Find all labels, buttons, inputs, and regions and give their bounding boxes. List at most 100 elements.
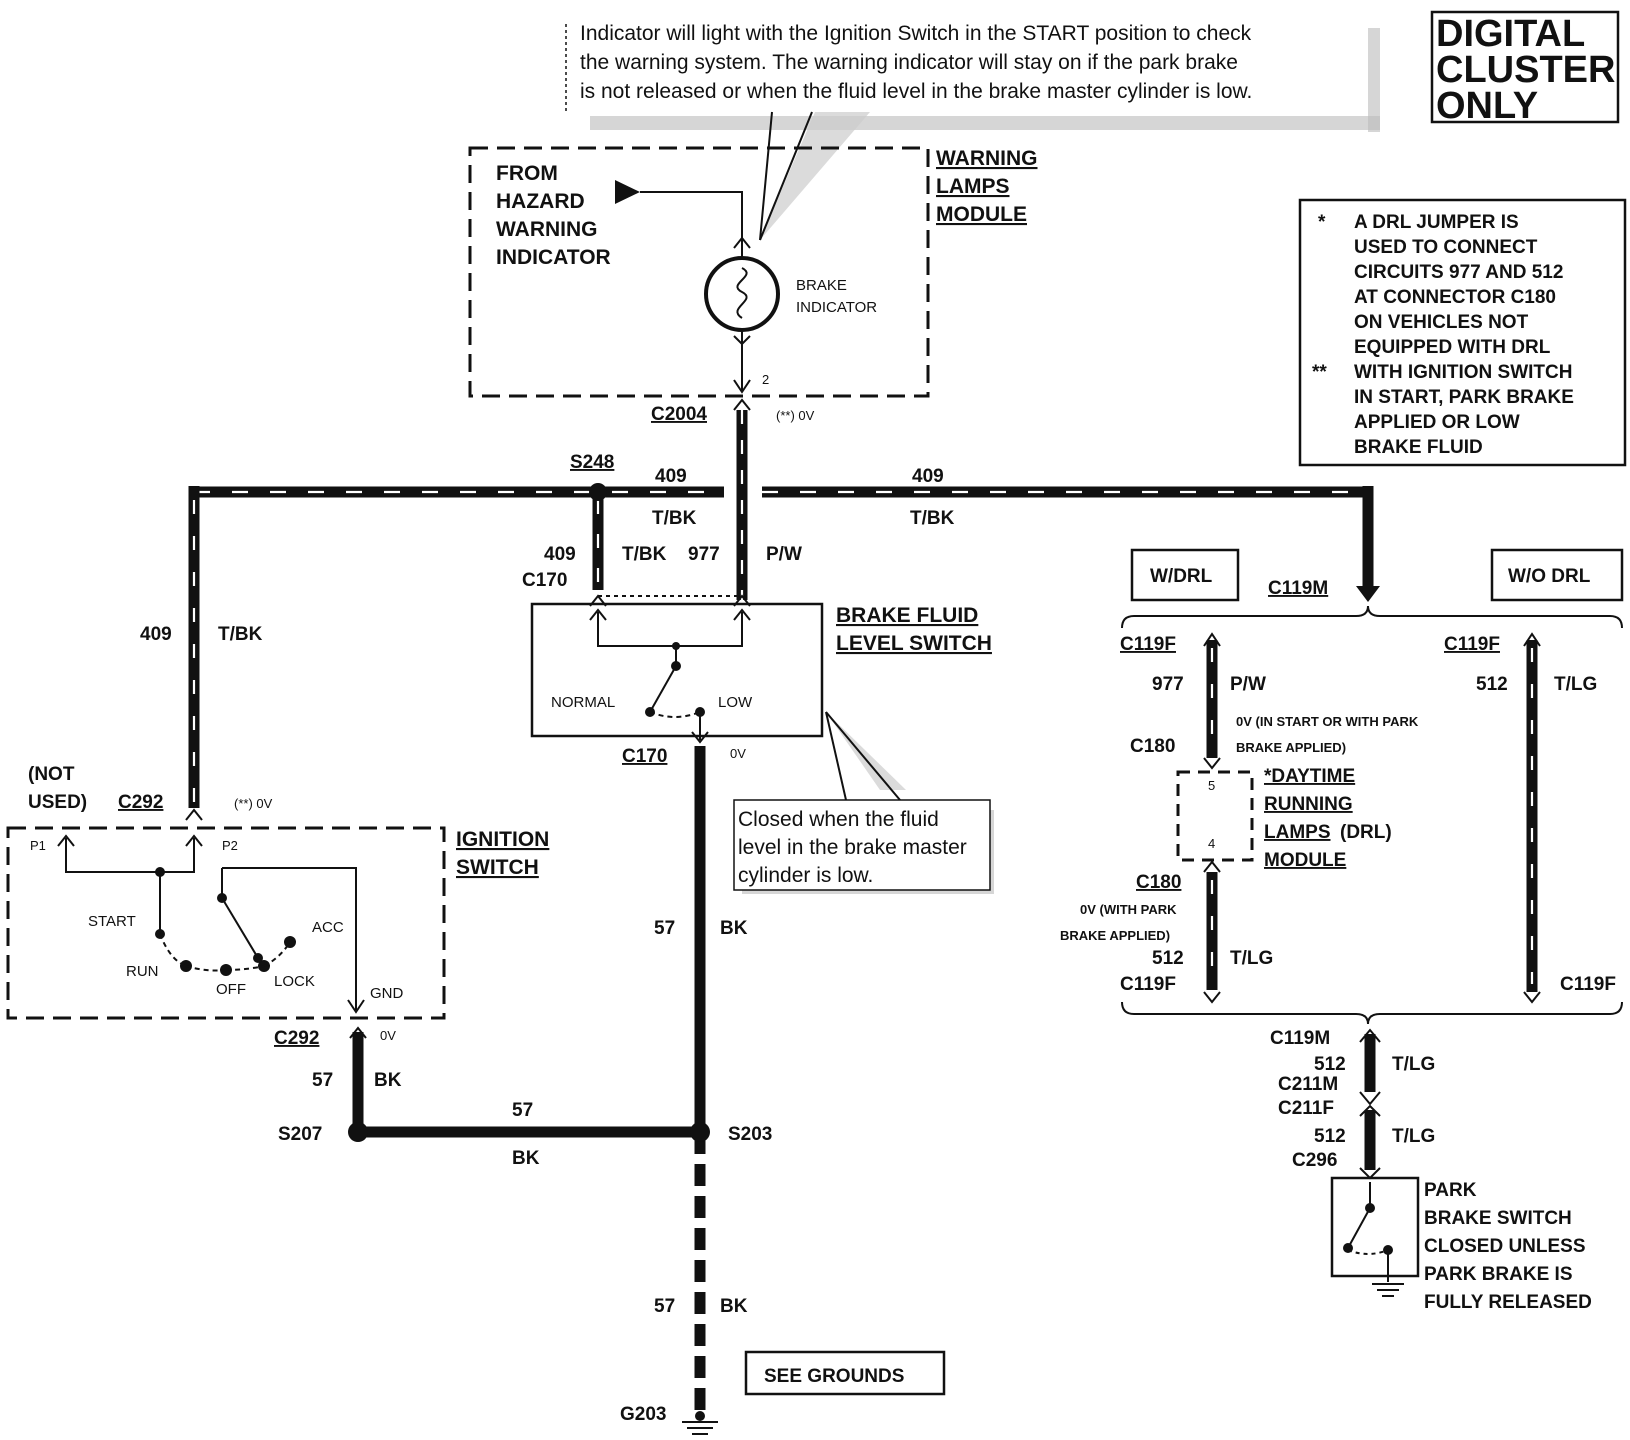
from-text-4: INDICATOR [496,246,611,269]
park-brake-desc-1: CLOSED UNLESS [1424,1236,1586,1257]
brake-indicator-label-2: INDICATOR [796,299,877,316]
c292-top-label: C292 [118,792,163,813]
s248-label: S248 [570,452,614,473]
switch-normal-label: NORMAL [551,694,615,711]
not-used-2: USED) [28,792,87,813]
wire-409-label-d: 409 [140,624,172,645]
ignition-gnd: GND [370,985,404,1002]
note-1-line-1: A DRL JUMPER IS [1354,212,1519,233]
s207-splice [348,1122,368,1142]
note-2-line-1: WITH IGNITION SWITCH [1354,362,1572,383]
from-text-1: FROM [496,162,558,185]
park-brake-section: C119M 512 T/LG C211M C211F 512 T/LG C296… [1270,1028,1592,1313]
c2004-label: C2004 [651,404,707,425]
drl-module-4: (DRL) [1340,822,1392,843]
drl-volt-park-1: 0V (WITH PARK [1080,902,1177,917]
module-title-1: WARNING [936,147,1038,170]
hazard-arrow-icon [615,180,640,204]
callout-fluid: Closed when the fluid level in the brake… [733,711,994,894]
wire-bk-label-a: BK [720,918,748,939]
digital-cluster-badge: DIGITAL CLUSTER ONLY [1430,10,1620,127]
c119f-left-bottom-label: C119F [1120,974,1176,995]
wire-tlg-label-c: T/LG [1392,1054,1435,1075]
s203-label: S203 [728,1124,772,1145]
see-grounds-label: SEE GROUNDS [764,1366,904,1387]
wire-pw-label: P/W [766,544,802,565]
c292-bottom-label: C292 [274,1028,319,1049]
wire-409-label-b: 409 [912,466,944,487]
see-grounds-box: SEE GROUNDS [744,1350,946,1396]
callout-fluid-line-1: Closed when the fluid [738,808,939,831]
notes-box: * A DRL JUMPER IS USED TO CONNECT CIRCUI… [1298,198,1627,467]
c119f-right-bottom-label: C119F [1560,974,1616,995]
s207-label: S207 [278,1124,322,1145]
ignition-p1: P1 [30,838,46,853]
note-1-line-6: EQUIPPED WITH DRL [1354,337,1551,358]
wire-409-label-a: 409 [655,466,687,487]
fluid-switch-title-1: BRAKE FLUID [836,604,978,627]
drl-pin-5: 5 [1208,778,1215,793]
brake-fluid-level-switch: NORMAL LOW BRAKE FLUID LEVEL SWITCH [530,594,992,744]
wire-57-ground [348,746,718,1435]
g203-ground-icon [682,1411,718,1435]
wire-tlg-label-a: T/LG [1230,948,1273,969]
module-title-2: LAMPS [936,175,1010,198]
from-text-3: WARNING [496,218,598,241]
callout-top: Indicator will light with the Ignition S… [565,22,1380,241]
wire-pw-label-b: P/W [1230,674,1266,695]
note-2-line-3: APPLIED OR LOW [1354,412,1520,433]
drl-module-5: MODULE [1264,850,1346,871]
wire-bk-label-b: BK [374,1070,402,1091]
g203-label: G203 [620,1404,666,1425]
wo-drl-label: W/O DRL [1508,566,1591,587]
brake-indicator-label-1: BRAKE [796,277,847,294]
callout-top-line-1: Indicator will light with the Ignition S… [580,22,1252,45]
s248-splice [589,483,607,501]
park-brake-desc-3: FULLY RELEASED [1424,1292,1592,1313]
ignition-p2: P2 [222,838,238,853]
callout-fluid-line-2: level in the brake master [738,836,967,859]
c119m-top-label: C119M [1268,578,1328,599]
park-brake-desc-2: PARK BRAKE IS [1424,1264,1573,1285]
drl-module-3: LAMPS [1264,822,1331,843]
wire-tbk-label-a: T/BK [652,508,697,529]
badge-line-2: CLUSTER [1436,49,1615,91]
callout-top-line-2: the warning system. The warning indicato… [580,51,1238,74]
drl-module-2: RUNNING [1264,794,1353,815]
c2004-voltage: (**) 0V [776,408,815,423]
wire-57-label-c: 57 [512,1100,533,1121]
note-2-line-4: BRAKE FLUID [1354,437,1483,458]
note-2-line-2: IN START, PARK BRAKE [1354,387,1574,408]
wire-409-label-c: 409 [544,544,576,565]
drl-module-1: *DAYTIME [1264,766,1355,787]
wire-57-label-d: 57 [654,1296,675,1317]
module-title-3: MODULE [936,203,1027,226]
park-brake-title-1: PARK [1424,1180,1477,1201]
c296-label: C296 [1292,1150,1337,1171]
drl-volt-start-1: 0V (IN START OR WITH PARK [1236,714,1419,729]
c119f-right-label: C119F [1444,634,1500,655]
from-text-2: HAZARD [496,190,585,213]
pin-2: 2 [762,372,769,387]
note-star-1: * [1318,212,1326,233]
ignition-acc: ACC [312,919,344,936]
drl-pin-4: 4 [1208,836,1215,851]
drl-volt-start-2: BRAKE APPLIED) [1236,740,1346,755]
wire-409-977 [188,398,1380,808]
ignition-switch: IGNITION SWITCH (NOT USED) C292 (**) 0V … [6,764,549,1020]
c119f-left-label: C119F [1120,634,1176,655]
ignition-title-2: SWITCH [456,856,539,879]
wire-512-label-c: 512 [1314,1054,1346,1075]
park-brake-ground-icon [1372,1272,1404,1297]
c119m-bottom-label: C119M [1270,1028,1330,1049]
wire-57-label-a: 57 [654,918,675,939]
wire-512-label-b: 512 [1476,674,1508,695]
ignition-title-1: IGNITION [456,828,549,851]
c211m-label: C211M [1278,1074,1338,1095]
w-drl-label: W/DRL [1150,566,1213,587]
s203-splice [690,1122,710,1142]
ignition-off: OFF [216,981,246,998]
drl-section: W/DRL W/O DRL C119M C119F 977 P/W 0V (IN… [1060,548,1624,1025]
ignition-run: RUN [126,963,159,980]
